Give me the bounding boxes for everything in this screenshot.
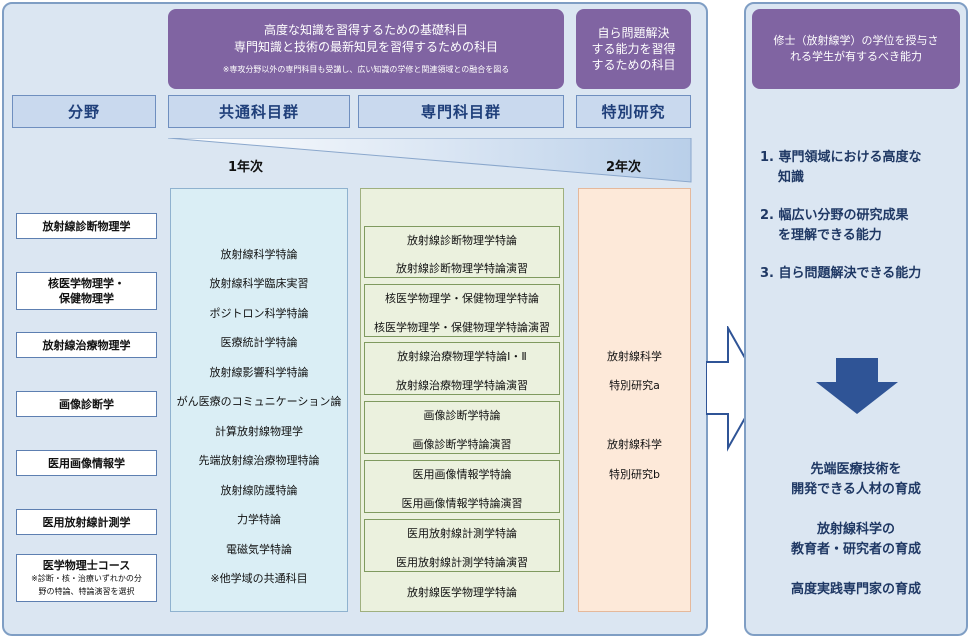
special-research-item: 放射線科学 <box>607 350 662 363</box>
common-course: 放射線科学特論 <box>220 248 298 261</box>
field-medical-image-informatics: 医用画像情報学 <box>16 450 157 476</box>
common-course: がん医療のコミュニケーション論 <box>176 395 342 408</box>
common-subjects-banner: 高度な知識を習得するための基礎科目 専門知識と技術の最新知見を習得するための科目… <box>168 9 564 89</box>
outcome-3: 高度実践専門家の育成 <box>746 580 966 600</box>
column-header-special-research: 特別研究 <box>576 95 691 128</box>
field-label: 放射線診断物理学 <box>42 219 131 233</box>
ability-1-line2: 知識 <box>778 170 805 185</box>
specialty-group-image-informatics <box>364 460 560 513</box>
ability-2: 2. 幅広い分野の研究成果 を理解できる能力 <box>760 206 960 246</box>
ability-1-line1: 1. 専門領域における高度な <box>760 150 922 165</box>
common-course: 放射線科学臨床実習 <box>209 277 309 290</box>
column-header-field: 分野 <box>12 95 156 128</box>
field-radiotherapy-physics: 放射線治療物理学 <box>16 332 157 358</box>
common-course: 力学特論 <box>237 513 281 526</box>
field-medical-radiation-measurement: 医用放射線計測学 <box>16 509 157 535</box>
column-header-common-label: 共通科目群 <box>218 103 299 121</box>
special-research-box <box>578 188 691 612</box>
year-first-label: 1年次 <box>228 160 264 175</box>
field-label: 医用画像情報学 <box>48 456 125 470</box>
column-header-field-label: 分野 <box>67 103 100 121</box>
special-research-item: 放射線科学 <box>607 438 662 451</box>
down-arrow-icon <box>816 358 898 414</box>
specialty-group-radiotherapy-physics <box>364 342 560 395</box>
common-banner-line1: 高度な知識を習得するための基礎科目 <box>263 23 468 37</box>
year-second-label: 2年次 <box>606 160 642 175</box>
common-course: 放射線影響科学特論 <box>209 366 309 379</box>
field-note: 野の特論、特論演習を選択 <box>38 586 135 596</box>
degree-abilities-banner: 修士（放射線学）の学位を授与さ れる学生が有するべき能力 <box>752 9 960 89</box>
field-nuclear-health-physics: 核医学物理学・ 保健物理学 <box>16 272 157 310</box>
specialty-group-radiation-measurement <box>364 519 560 572</box>
specialty-course: 核医学物理学・保健物理学特論 <box>385 292 539 305</box>
common-banner-line2: 専門知識と技術の最新知見を習得するための科目 <box>233 40 498 54</box>
outcome-1-line1: 先端医療技術を <box>810 462 902 477</box>
specialty-course: 放射線診断物理学特論演習 <box>396 262 528 275</box>
field-radiology-diagnostic-physics: 放射線診断物理学 <box>16 213 157 239</box>
specialty-course: 医用画像情報学特論 <box>412 468 512 481</box>
specialty-course: 画像診断学特論演習 <box>412 438 512 451</box>
outcome-3-line1: 高度実践専門家の育成 <box>790 582 921 597</box>
common-courses-box <box>170 188 348 612</box>
degree-banner-line1: 修士（放射線学）の学位を授与さ <box>773 34 939 47</box>
ability-3: 3. 自ら問題解決できる能力 <box>760 264 960 284</box>
specialty-course: 放射線治療物理学特論演習 <box>396 379 528 392</box>
field-label: 医用放射線計測学 <box>42 515 131 529</box>
column-header-common: 共通科目群 <box>168 95 350 128</box>
special-research-item: 特別研究a <box>609 379 660 392</box>
common-course: 放射線防護特論 <box>220 484 298 497</box>
field-note: ※診断・核・治療いずれかの分 <box>31 573 142 583</box>
common-course: 計算放射線物理学 <box>215 425 303 438</box>
special-research-item: 特別研究b <box>609 468 660 481</box>
degree-banner-line2: れる学生が有するべき能力 <box>790 50 922 63</box>
specialty-course: 放射線治療物理学特論Ⅰ・Ⅱ <box>397 350 527 363</box>
special-banner-line1: 自ら問題解決 <box>597 26 670 40</box>
outcome-2-line2: 教育者・研究者の育成 <box>790 542 921 557</box>
common-course: ポジトロン科学特論 <box>209 307 309 320</box>
common-course: 先端放射線治療物理特論 <box>198 454 320 467</box>
specialty-course: 放射線医学物理学特論 <box>407 586 517 599</box>
year-progression-wedge <box>168 138 692 183</box>
column-header-special-research-label: 特別研究 <box>601 103 666 121</box>
column-header-specialty: 専門科目群 <box>358 95 564 128</box>
common-banner-note: ※専攻分野以外の専門科目も受講し、広い知識の学修と関連領域との融合を図る <box>222 65 510 74</box>
specialty-course: 医用放射線計測学特論演習 <box>396 556 528 569</box>
specialty-course: 放射線診断物理学特論 <box>407 234 517 247</box>
special-banner-line3: するための科目 <box>591 58 676 72</box>
outcome-1-line2: 開発できる人材の育成 <box>791 482 921 497</box>
outcomes-panel <box>744 2 968 636</box>
field-diagnostic-imaging: 画像診断学 <box>16 391 157 417</box>
field-medical-physicist-course: 医学物理士コース ※診断・核・治療いずれかの分 野の特論、特論演習を選択 <box>16 554 157 602</box>
field-label: 医学物理士コース <box>42 558 131 572</box>
special-banner-line2: する能力を習得 <box>591 42 676 56</box>
field-label: 放射線治療物理学 <box>42 338 131 352</box>
ability-2-line1: 2. 幅広い分野の研究成果 <box>760 208 909 223</box>
specialty-group-diagnostic-physics <box>364 226 560 278</box>
common-course: 医療統計学特論 <box>220 336 298 349</box>
specialty-course: 核医学物理学・保健物理学特論演習 <box>374 321 550 334</box>
special-research-banner: 自ら問題解決 する能力を習得 するための科目 <box>576 9 691 89</box>
ability-2-line2: を理解できる能力 <box>778 228 882 243</box>
field-label: 核医学物理学・ <box>48 277 125 290</box>
specialty-course: 医用画像情報学特論演習 <box>401 497 523 510</box>
outcome-2-line1: 放射線科学の <box>816 522 895 537</box>
field-label: 画像診断学 <box>59 397 114 411</box>
ability-1: 1. 専門領域における高度な 知識 <box>760 148 960 188</box>
outcome-1: 先端医療技術を 開発できる人材の育成 <box>746 460 966 500</box>
ability-3-line1: 3. 自ら問題解決できる能力 <box>760 266 922 281</box>
common-course: 電磁気学特論 <box>226 543 292 556</box>
specialty-group-diagnostic-imaging <box>364 401 560 454</box>
common-course: ※他学域の共通科目 <box>210 572 308 585</box>
field-label: 保健物理学 <box>59 292 114 305</box>
specialty-group-nuclear-health-physics <box>364 284 560 337</box>
outcome-2: 放射線科学の 教育者・研究者の育成 <box>746 520 966 560</box>
specialty-course: 医用放射線計測学特論 <box>407 527 517 540</box>
column-header-specialty-label: 専門科目群 <box>420 103 501 121</box>
specialty-course: 画像診断学特論 <box>423 409 501 422</box>
